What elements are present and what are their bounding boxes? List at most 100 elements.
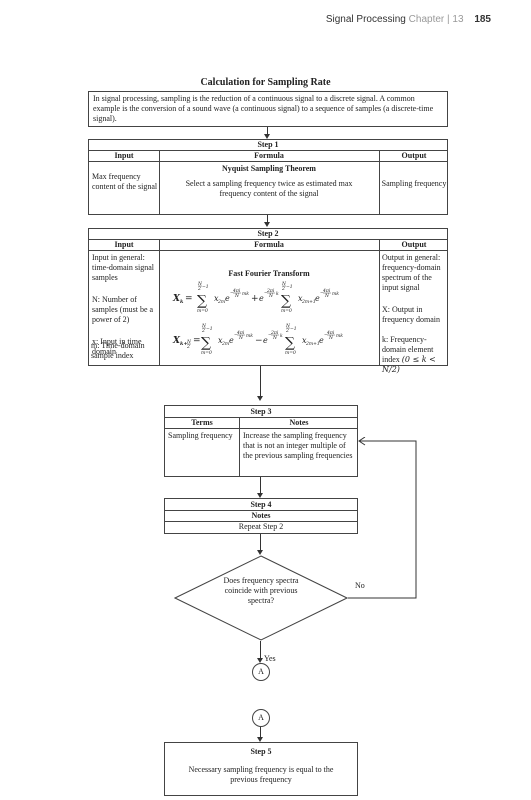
svg-text:−: − (320, 291, 324, 296)
step2-formula-title: Fast Fourier Transform (228, 269, 310, 278)
connector-a-in: A (252, 709, 270, 727)
svg-text:4πi: 4πi (322, 288, 331, 294)
page-number: 185 (474, 14, 491, 25)
step1-table: Step 1 Input Formula Output Max frequenc… (88, 139, 448, 215)
diagram-title: Calculation for Sampling Rate (200, 77, 331, 88)
svg-text:m=0: m=0 (201, 350, 212, 356)
svg-text:N: N (328, 335, 334, 341)
arrow-step3-step4 (260, 477, 261, 494)
arrow-intro-step1 (267, 127, 268, 136)
svg-text:m=0: m=0 (285, 350, 296, 356)
step5-label: Step 5 (250, 747, 272, 756)
no-loop-arrow (348, 437, 417, 599)
fft-formula: X k = ∑ N 2 −1 m=0 x 2m e − 4πi N mk + e… (172, 281, 343, 356)
step1-divider-2 (379, 151, 380, 214)
step3-label: Step 3 (250, 407, 272, 416)
step1-formula-text: Select a sampling frequency twice as est… (185, 179, 353, 198)
svg-text:x: x (298, 294, 303, 303)
step2-output-k-text: k: Frequency-domain element index (382, 335, 434, 364)
svg-text:N: N (281, 281, 287, 287)
running-title: Signal Processing (325, 14, 406, 25)
svg-text:e: e (229, 336, 234, 345)
decision-diamond (174, 555, 348, 641)
svg-text:x: x (214, 294, 219, 303)
svg-text:−: − (230, 291, 234, 296)
step3-note: Increase the sampling frequency that is … (243, 431, 353, 460)
arrow-head-yes (257, 658, 263, 663)
step1-label-row: Step 1 (89, 140, 447, 151)
step5-text: Necessary sampling frequency is equal to… (188, 765, 334, 784)
svg-text:2πi: 2πi (266, 288, 275, 294)
arrow-step4-decision (260, 534, 261, 551)
svg-text:mk: mk (246, 333, 253, 339)
svg-text:N: N (285, 323, 291, 329)
svg-text:−: − (255, 336, 263, 346)
svg-text:∑: ∑ (285, 335, 295, 351)
step2-table: Step 2 Input Formula Output Input in gen… (88, 228, 448, 374)
svg-text:2m+1: 2m+1 (305, 341, 320, 347)
svg-text:e: e (315, 294, 320, 303)
intro-text: In signal processing, sampling is the re… (93, 94, 434, 123)
arrow-head-step4-decision (257, 550, 263, 555)
svg-text:2m: 2m (221, 341, 229, 347)
svg-text:m=0: m=0 (281, 308, 292, 314)
svg-text:mk: mk (332, 291, 339, 297)
step4-table: Step 4 Notes Repeat Step 2 (164, 498, 358, 534)
decision-question: Does frequency spectra coincide with pre… (223, 576, 299, 605)
svg-text:=: = (193, 336, 201, 346)
step1-label: Step 1 (257, 140, 279, 149)
arrow-head-step1-step2 (264, 222, 270, 227)
step2-input-x: x: Input in time domain (92, 337, 142, 356)
svg-text:N: N (324, 293, 330, 299)
header-separator: | (447, 14, 450, 25)
svg-text:N: N (238, 335, 244, 341)
svg-text:2m: 2m (217, 299, 225, 305)
step3-header-row: Terms Notes (165, 418, 357, 429)
svg-text:X: X (172, 294, 181, 304)
svg-text:k: k (276, 291, 279, 297)
step2-output-general: Output in general: frequency-domain spec… (382, 253, 441, 292)
svg-text:mk: mk (242, 291, 249, 297)
step1-col-formula: Formula (254, 151, 284, 160)
step3-label-row: Step 3 (165, 406, 357, 418)
svg-text:−1: −1 (202, 284, 209, 290)
step2-output-k: k: Frequency-domain element index (0 ≤ k… (382, 335, 448, 375)
step2-header-row: Input Formula Output (89, 240, 447, 251)
svg-text:N: N (197, 281, 203, 287)
svg-text:m=0: m=0 (197, 308, 208, 314)
svg-text:=: = (185, 294, 193, 304)
step2-input-m-text: m: Time-domain sample index (91, 341, 145, 360)
svg-text:−: − (264, 291, 268, 296)
svg-text:k: k (280, 333, 283, 339)
svg-text:−1: −1 (290, 326, 297, 332)
svg-text:2πi: 2πi (270, 330, 279, 336)
running-header: Signal Processing Chapter | 13 185 (326, 14, 491, 26)
step3-table: Step 3 Terms Notes Sampling frequency In… (164, 405, 358, 477)
step2-col-output: Output (401, 240, 427, 249)
arrow-a-step5 (260, 727, 261, 738)
svg-text:x: x (218, 336, 223, 345)
chapter-label: Chapter (408, 14, 445, 25)
chapter-number: 13 (452, 14, 464, 25)
arrow-step1-step2 (267, 215, 268, 224)
step2-divider-1 (159, 240, 160, 365)
step1-output: Sampling frequency (381, 179, 447, 188)
svg-text:−: − (268, 333, 272, 338)
svg-text:x: x (302, 336, 307, 345)
arrow-head-a-step5 (257, 737, 263, 742)
svg-text:k+: k+ (180, 341, 188, 347)
svg-text:4πi: 4πi (236, 330, 245, 336)
svg-text:−: − (234, 333, 238, 338)
step2-output-k-cond: (0 ≤ k < N/2) (382, 355, 436, 374)
step3-col-terms: Terms (191, 418, 213, 427)
step2-divider-2 (379, 240, 380, 365)
svg-text:∑: ∑ (281, 293, 291, 309)
step1-input: Max frequency content of the signal (92, 172, 158, 191)
svg-text:N: N (272, 335, 278, 341)
svg-text:∑: ∑ (201, 335, 211, 351)
svg-text:e: e (259, 294, 264, 303)
step1-col-output: Output (401, 151, 427, 160)
svg-text:N: N (201, 323, 207, 329)
connector-a-out: A (252, 663, 270, 681)
step2-output-x: X: Output in frequency domain (382, 305, 440, 324)
